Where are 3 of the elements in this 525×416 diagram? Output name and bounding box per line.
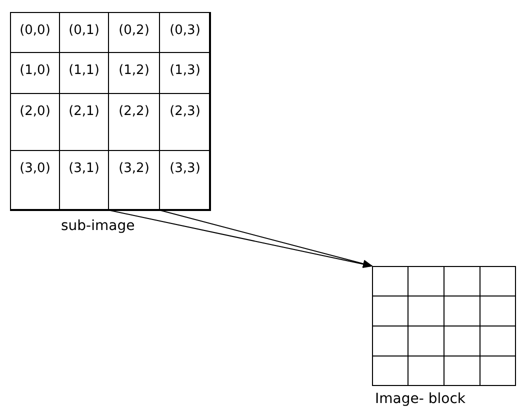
grid-caption: Image- block <box>375 391 466 407</box>
grid-cell: (3,3) <box>159 150 211 211</box>
grid-caption: sub-image <box>61 218 135 234</box>
